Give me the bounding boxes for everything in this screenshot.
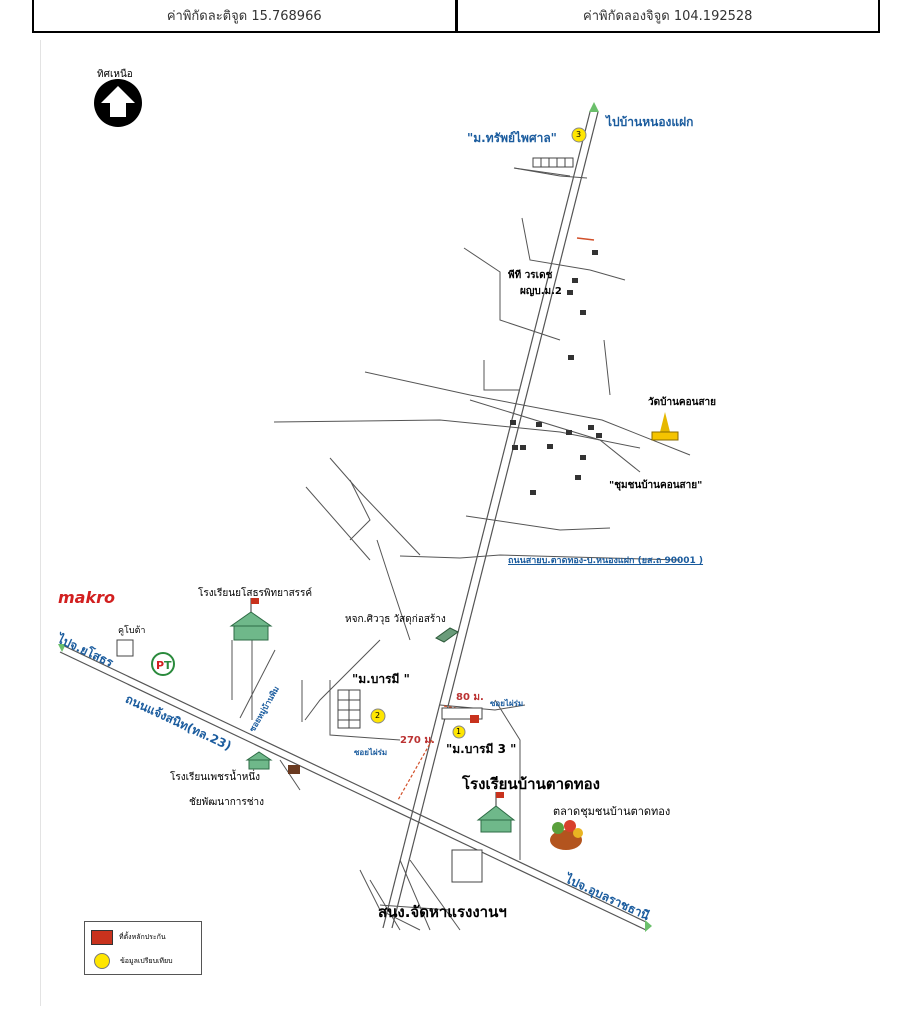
longitude-cell: ค่าพิกัดลองจิจูด 104.192528: [454, 0, 879, 31]
pt-worradet-2-label: ผญบ.ม.2: [520, 286, 562, 297]
soi-b-label: ซอยไผ่ร่ม: [354, 748, 388, 757]
makro-logo: makro: [58, 588, 115, 607]
dist-80-label: 80 ม.: [456, 692, 484, 703]
school-icon: [229, 598, 273, 641]
m-baramee-label: "ม.บารมี ": [352, 672, 410, 686]
wat-khon-sai-label: วัดบ้านคอนสาย: [648, 397, 717, 408]
building-markers: [510, 250, 602, 495]
map-border: [40, 40, 41, 1006]
comparison-marker-3: [571, 127, 587, 143]
market-tat-thong-label: ตลาดชุมชนบ้านตาดทอง: [553, 805, 671, 818]
dist-270-label: 270 ม.: [400, 735, 435, 746]
road-tat-thong-label: ถนนสายบ.ตาดทอง-บ.หนองแฝก (ยส.ถ 90001 ): [508, 556, 704, 566]
comparison-marker-2: [370, 708, 386, 724]
ku-bota-label: คูโบต้า: [118, 626, 146, 636]
coordinate-header: ค่าพิกัดละติจูด 15.768966 ค่าพิกัดลองจิจ…: [32, 0, 880, 33]
school-yasothon-label: โรงเรียนยโสธรพิทยาสรรค์: [198, 588, 313, 599]
side-roads: [231, 167, 691, 931]
legend-item-collateral: ที่ตั้งหลักประกัน: [91, 930, 166, 945]
marker-2-label: 2: [375, 711, 381, 720]
village-plots: [337, 157, 574, 729]
legend-label-collateral: ที่ตั้งหลักประกัน: [119, 933, 166, 941]
soi-c-label: ซอยไผ่ร่ม: [490, 699, 524, 708]
pt-logo-icon: P T: [151, 652, 175, 676]
chai-phatthana-label: ชัยพัฒนาการช่าง: [189, 797, 265, 808]
comparison-marker-1: [452, 725, 466, 739]
north-arrow-icon: [94, 79, 142, 127]
kubota-building: [116, 639, 134, 657]
temple-icon: [651, 412, 679, 441]
collateral-marker: [470, 715, 479, 723]
comparison-swatch: [94, 953, 110, 969]
m-sap-phaisan-label: "ม.ทรัพย์ไพศาล": [467, 131, 557, 145]
school-icon: [245, 751, 273, 770]
school-phet-label: โรงเรียนเพชรน้ำหนึ่ง: [170, 772, 261, 783]
hardware-store-icon: [435, 627, 459, 643]
svg-text:P: P: [156, 659, 164, 672]
latitude-cell: ค่าพิกัดละติจูด 15.768966: [166, 9, 322, 24]
legend-item-comparison: ข้อมูลเปรียบเทียบ: [91, 953, 173, 969]
market-icon: [550, 820, 583, 850]
to-nong-faek-label: ไปบ้านหนองแฝก: [606, 115, 694, 129]
m-baramee-3-label: "ม.บารมี 3 ": [446, 742, 517, 756]
marker-1-label: 1: [456, 727, 462, 736]
legend-label-comparison: ข้อมูลเปรียบเทียบ: [120, 956, 173, 965]
office-building: [451, 849, 483, 883]
school-icon: [476, 792, 516, 833]
north-label: ทิศเหนือ: [97, 69, 133, 80]
legend: ที่ตั้งหลักประกัน ข้อมูลเปรียบเทียบ: [84, 921, 202, 975]
marker-3-label: 3: [576, 130, 582, 139]
collateral-swatch: [91, 930, 113, 945]
svg-text:T: T: [164, 659, 172, 672]
road-end-arrow-icon: [589, 102, 599, 112]
workshop-icon: [288, 765, 300, 774]
office-labor-label: สนง.จัดหาแรงงานฯ: [378, 903, 507, 921]
pt-worradet-label: พีที วรเดช: [508, 270, 553, 281]
chumchon-khon-sai-label: "ชุมชนบ้านคอนสาย": [609, 480, 703, 491]
highway-23: [59, 643, 647, 931]
hjk-siwawut-label: หจก.ศิววุธ วัสดุก่อสร้าง: [345, 614, 446, 625]
school-tat-thong-label: โรงเรียนบ้านตาดทอง: [462, 775, 600, 793]
